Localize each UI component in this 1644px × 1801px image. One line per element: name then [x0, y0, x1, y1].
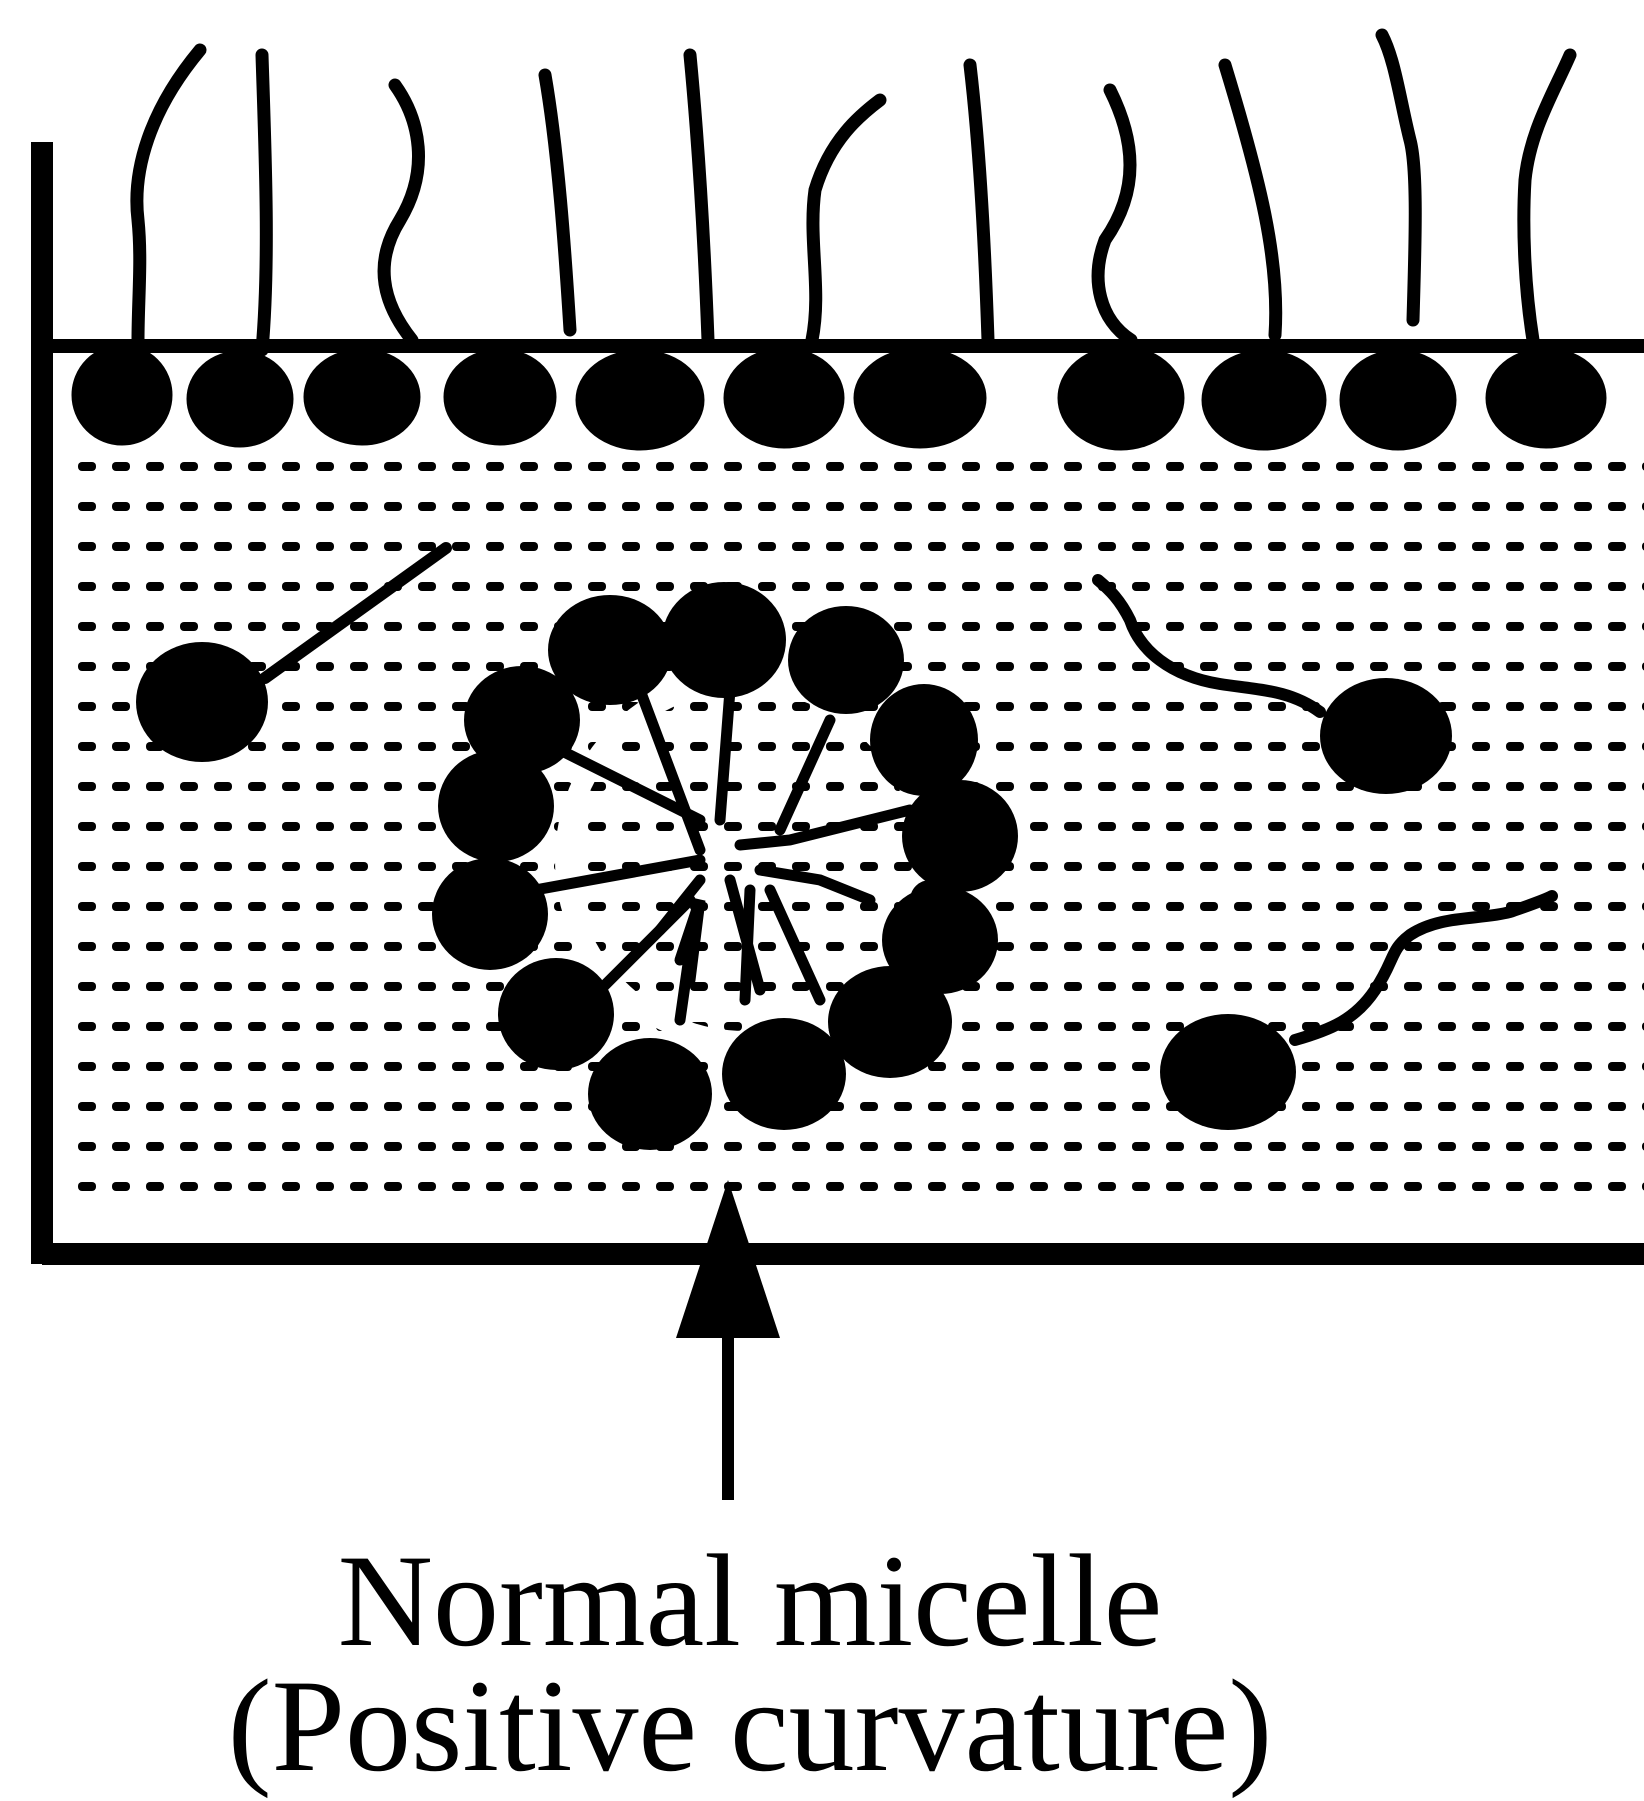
micelle-headgroup [464, 666, 580, 774]
micelle-headgroup [722, 1018, 846, 1130]
free-surfactant-head [1320, 678, 1452, 794]
surface-tail [1524, 55, 1570, 340]
surface-headgroup [1202, 350, 1326, 450]
micelle-headgroup [588, 1038, 712, 1150]
surface-tails [137, 35, 1570, 350]
surface-tail [1382, 35, 1415, 320]
pointer-arrow [676, 1180, 780, 1500]
micelle-headgroup [828, 966, 952, 1078]
surface-monolayer [72, 345, 1606, 450]
caption-line-2: (Positive curvature) [0, 1660, 1500, 1792]
micelle-headgroup [870, 684, 978, 796]
surface-headgroup [444, 349, 556, 445]
caption-line-1: Normal micelle [0, 1535, 1500, 1667]
surface-tail [1098, 90, 1131, 340]
surface-tail [812, 100, 880, 340]
surface-tail [384, 85, 418, 340]
surface-tail [545, 75, 570, 330]
surface-headgroup [72, 345, 172, 445]
surface-headgroup [1340, 350, 1456, 450]
micelle-headgroup [432, 858, 548, 970]
surface-headgroup [304, 349, 420, 445]
surface-headgroup [1486, 348, 1606, 448]
micelle-headgroup [902, 780, 1018, 892]
micelle-headgroup [788, 606, 904, 714]
surface-headgroup [854, 348, 986, 448]
surface-headgroup [576, 350, 704, 450]
surface-tail [262, 55, 266, 350]
surface-headgroup [1058, 346, 1184, 450]
surface-tail [690, 55, 708, 340]
surface-headgroup [187, 351, 293, 447]
free-surfactant-head [136, 642, 268, 762]
surface-tail [1225, 65, 1276, 335]
micelle-headgroup [498, 958, 614, 1070]
micelle-headgroup [662, 582, 786, 698]
surface-tail [970, 65, 988, 340]
free-surfactant-head [1160, 1014, 1296, 1130]
micelle-headgroup [910, 880, 950, 920]
surface-tail [137, 50, 200, 340]
surface-headgroup [724, 348, 844, 448]
